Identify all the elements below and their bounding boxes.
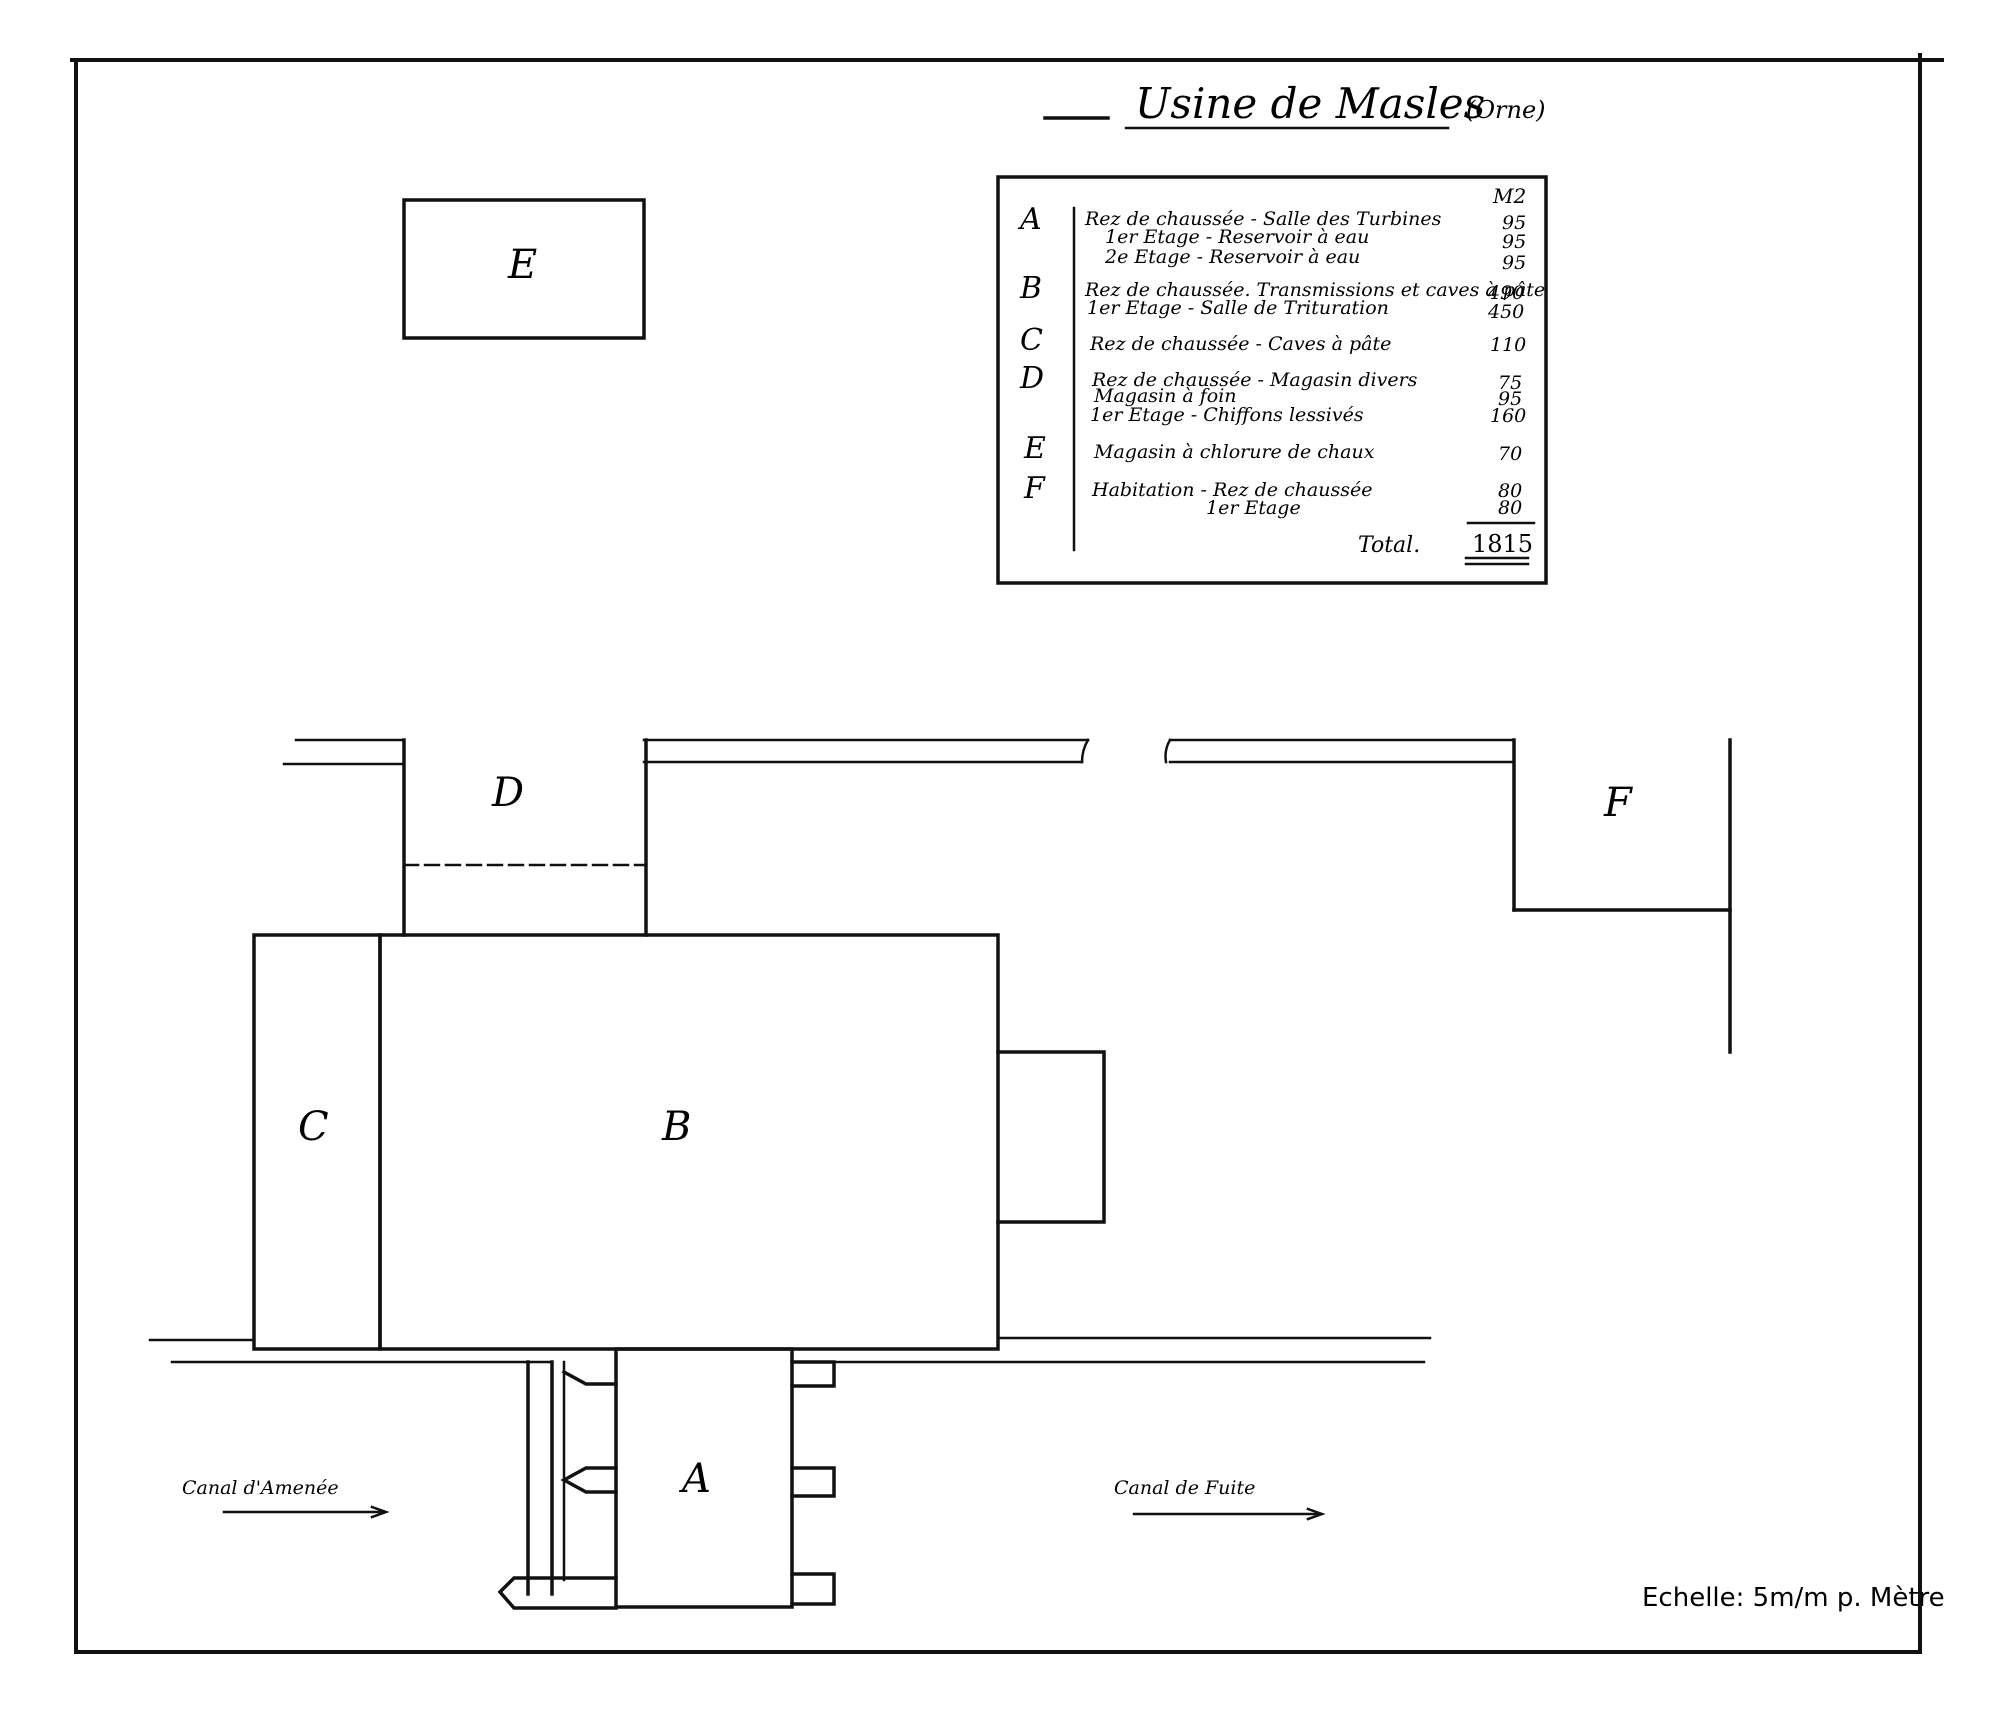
- legend-row-a2-text: 1er Etage - Reservoir à eau: [1105, 226, 1369, 248]
- legend-row-a3-value: 95: [1502, 252, 1526, 274]
- road-lines: [282, 738, 1516, 766]
- building-f: F: [1512, 738, 1732, 1054]
- building-a-label: A: [678, 1456, 711, 1502]
- legend-row-e1-value: 70: [1498, 443, 1522, 465]
- canal-banks: [148, 1336, 1432, 1364]
- legend-letter-c: C: [1020, 323, 1043, 358]
- legend-letter-b: B: [1019, 271, 1042, 306]
- legend-row-b2-text: 1er Etage - Salle de Trituration: [1087, 297, 1389, 319]
- building-c: C: [252, 933, 382, 1351]
- legend-row-f1-value: 80: [1498, 480, 1522, 502]
- scale-note: Echelle: 5m/m p. Mètre: [1642, 1583, 1945, 1613]
- legend-unit-header: M2: [1492, 184, 1526, 208]
- legend-row-b1-text: Rez de chaussée. Transmissions et caves …: [1084, 279, 1545, 301]
- legend-row-d2-value: 95: [1498, 388, 1522, 410]
- building-d: D: [402, 738, 648, 937]
- legend-row-f2-value: 80: [1498, 497, 1522, 519]
- title-text: Usine de Masles: [1135, 79, 1485, 128]
- legend-row-f1-text: Habitation - Rez de chaussée: [1091, 479, 1372, 501]
- legend-row-a1-value: 95: [1502, 212, 1526, 234]
- building-a: A: [497, 1347, 836, 1610]
- legend-row-c1-value: 110: [1490, 334, 1526, 356]
- legend-row-e1-text: Magasin à chlorure de chaux: [1093, 441, 1375, 463]
- legend-row-a3-text: 2e Etage - Reservoir à eau: [1104, 246, 1360, 268]
- building-e-label: E: [507, 242, 537, 288]
- legend-row-a2-value: 95: [1502, 231, 1526, 253]
- canal-inflow: Canal d'Amenée: [182, 1477, 390, 1519]
- legend-row-d3-text: 1er Etage - Chiffons lessivés: [1090, 404, 1364, 426]
- legend-row-b1-value: 490: [1487, 282, 1524, 304]
- legend-table: M2 A Rez de chaussée - Salle des Turbine…: [996, 175, 1548, 585]
- legend-letter-d: D: [1019, 361, 1044, 396]
- drawing-frame: [70, 53, 1944, 1654]
- legend-letter-e: E: [1023, 431, 1046, 466]
- legend-row-d3-value: 160: [1490, 405, 1526, 427]
- title-block: Usine de Masles (Orne): [1043, 79, 1546, 130]
- legend-row-d2-text: Magasin à foin: [1093, 385, 1237, 407]
- building-c-label: C: [298, 1104, 329, 1150]
- building-b-label: B: [661, 1104, 691, 1150]
- canal-inflow-label: Canal d'Amenée: [182, 1477, 339, 1499]
- building-e: E: [402, 198, 646, 340]
- legend-row-c1-text: Rez de chaussée - Caves à pâte: [1089, 333, 1391, 355]
- building-b: B: [378, 933, 1106, 1351]
- legend-total-label: Total.: [1358, 533, 1420, 558]
- legend-letter-f: F: [1023, 471, 1046, 506]
- canal-outflow-label: Canal de Fuite: [1114, 1477, 1255, 1499]
- canal-outflow: Canal de Fuite: [1114, 1477, 1326, 1521]
- legend-row-a1-text: Rez de chaussée - Salle des Turbines: [1084, 208, 1442, 230]
- legend-total-value: 1815: [1472, 530, 1533, 558]
- legend-row-d1-text: Rez de chaussée - Magasin divers: [1091, 369, 1418, 391]
- title-region: (Orne): [1466, 96, 1546, 124]
- legend-letter-a: A: [1017, 202, 1042, 237]
- building-d-label: D: [491, 770, 524, 816]
- legend-row-d1-value: 75: [1498, 372, 1522, 394]
- legend-row-f2-text: 1er Etage: [1206, 497, 1301, 519]
- legend-row-b2-value: 450: [1487, 301, 1524, 323]
- building-f-label: F: [1603, 780, 1633, 826]
